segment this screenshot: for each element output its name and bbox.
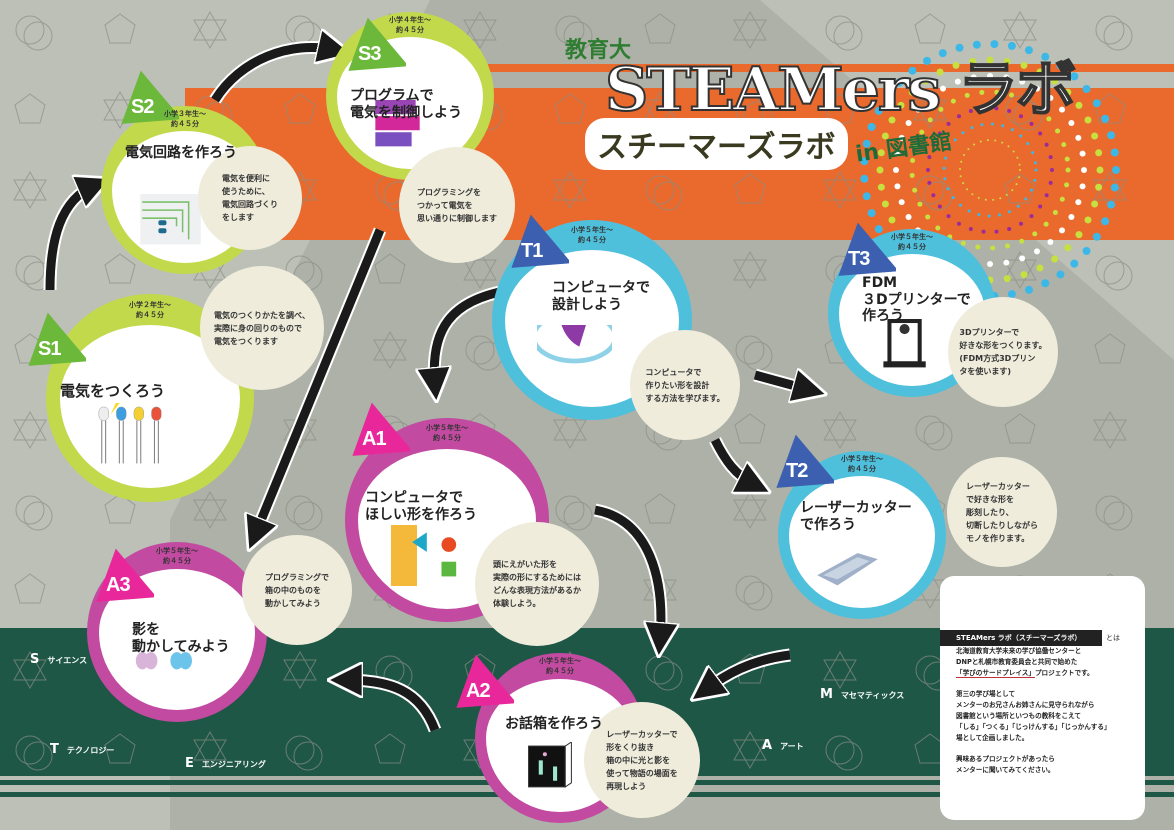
about-text: 第三の学び場として [956, 690, 1016, 698]
station-duration: 約４５分 [898, 243, 926, 251]
about-heading: STEAMers ラボ（スチーマーズラボ） [940, 630, 1102, 646]
station-duration: 約４５分 [171, 120, 199, 128]
station-grade: 小学５年生〜 [156, 547, 198, 555]
flow-arrow [710, 437, 755, 485]
laser-cutter-icon [816, 539, 879, 589]
station-duration: 約４５分 [136, 311, 164, 319]
flow-arrow [255, 228, 385, 535]
flow-arrow [705, 650, 791, 690]
station-tag [121, 70, 179, 124]
station-description: 電気のつくりかたを調べ、実際に身の回りのもので電気をつくります [200, 266, 324, 390]
station-grade: 小学４年生〜 [389, 16, 431, 24]
station-description: プログラミングで箱の中のものを動かしてみよう [242, 535, 352, 645]
circuit-icon [139, 194, 202, 245]
flow-arrow [345, 680, 440, 732]
main-title: STEAMers ラボ [604, 54, 1077, 126]
about-panel: STEAMers ラボ（スチーマーズラボ） とは 北海道教育大学未来の学び協働セ… [940, 576, 1145, 820]
about-text: 北海道教育大学未来の学び協働センターと [956, 647, 1082, 655]
org-label: 教育大 [565, 38, 632, 63]
station-duration: 約４５分 [163, 557, 191, 565]
station-duration: 約４５分 [396, 26, 424, 34]
station-grade: 小学５年生〜 [539, 657, 581, 665]
station-duration: 約４５分 [578, 236, 606, 244]
about-heading-suffix: とは [1106, 634, 1120, 642]
station-tag [348, 17, 406, 71]
flow-arrow [45, 185, 95, 291]
about-text: メンターに聞いてみてください。 [956, 766, 1055, 774]
station-id: T2 [786, 460, 808, 482]
station-id: A1 [362, 428, 387, 450]
station-title: お話箱を作ろう [505, 716, 603, 732]
flow-arrow [434, 285, 511, 385]
station-tag [28, 312, 86, 366]
about-text: メンターのお兄さんお姉さんに見守られながら [956, 701, 1095, 709]
station-id: T3 [848, 248, 870, 270]
about-text: 場として企画しました。 [956, 734, 1029, 742]
flow-arrow [211, 47, 335, 103]
station-grade: 小学５年生〜 [571, 226, 613, 234]
station-duration: 約４５分 [848, 465, 876, 473]
station-grade: 小学３年生〜 [164, 110, 206, 118]
station-title: レーザーカッターで作ろう [800, 500, 912, 533]
station-id: S1 [38, 338, 61, 360]
station-grade: 小学５年生〜 [426, 424, 468, 432]
station-title: 電気回路を作ろう [125, 145, 237, 161]
station-description: 頭にえがいた形を実際の形にするためにはどんな表現方法があるか体験しよう。 [475, 522, 599, 646]
about-text: 「しる」「つくる」「じっけんする」「じっかんする」 [956, 723, 1111, 731]
about-text: 図書館という場所といつもの教科をこえて [956, 712, 1081, 720]
orange-stripe [475, 64, 1174, 72]
station-description: 電気を便利に使うために、電気回路づくりをします [198, 146, 302, 250]
station-title: プログラムで電気を制御しよう [350, 88, 462, 121]
station-tag [776, 434, 834, 488]
flow-arrow [594, 505, 661, 640]
story-box-icon [513, 741, 577, 793]
station-title: コンピュータで設計しよう [552, 280, 650, 313]
code-blocks-icon [364, 100, 427, 150]
station-id: T1 [521, 240, 543, 262]
shapes-bees-icon [380, 463, 468, 587]
flow-arrow [753, 375, 810, 390]
about-text: 興味あるプロジェクトがあったら [956, 755, 1055, 763]
station-description: プログラミングをつかって電気を思い通りに制御します [399, 147, 515, 263]
station-tag [352, 402, 410, 456]
3d-printer-icon [866, 317, 929, 368]
station-id: A3 [106, 574, 131, 596]
cad-model-icon [531, 310, 618, 385]
station-grade: 小学２年生〜 [129, 301, 171, 309]
station-title: コンピュータでほしい形を作ろう [365, 490, 477, 523]
station-tag [838, 222, 896, 276]
station-id: S3 [358, 43, 381, 65]
station-id: S2 [131, 96, 154, 118]
station-tag [511, 214, 569, 268]
about-text: DNPと札幌市教育委員会と共同で始めた [956, 658, 1078, 666]
station-tag [456, 654, 514, 708]
station-description: レーザーカッターで好きな形を彫刻したり、切断したりしながらモノを作ります。 [947, 457, 1057, 567]
station-duration: 約４５分 [546, 667, 574, 675]
lightning-led-icon [93, 366, 171, 465]
station-grade: 小学５年生〜 [841, 455, 883, 463]
station-duration: 約４５分 [433, 434, 461, 442]
station-description: レーザーカッターで形をくり抜き箱の中に光と影を使って物語の場面を再現しよう [584, 702, 700, 818]
station-id: A2 [466, 680, 491, 702]
about-text: プロジェクトです。 [1034, 669, 1094, 677]
about-highlight: 「学びのサードプレイス」 [956, 669, 1035, 678]
subtitle: スチーマーズラボ [585, 118, 848, 170]
station-title: 影を動かしてみよう [132, 622, 230, 655]
station-description: 3Dプリンターで好きな形をつくります。(FDM方式3Dプリンタを使います) [948, 297, 1058, 407]
station-grade: 小学５年生〜 [891, 233, 933, 241]
station-tag [96, 548, 154, 602]
station-title: 電気をつくろう [60, 382, 166, 400]
station-description: コンピュータで作りたい形を設計する方法を学びます。 [630, 330, 740, 440]
